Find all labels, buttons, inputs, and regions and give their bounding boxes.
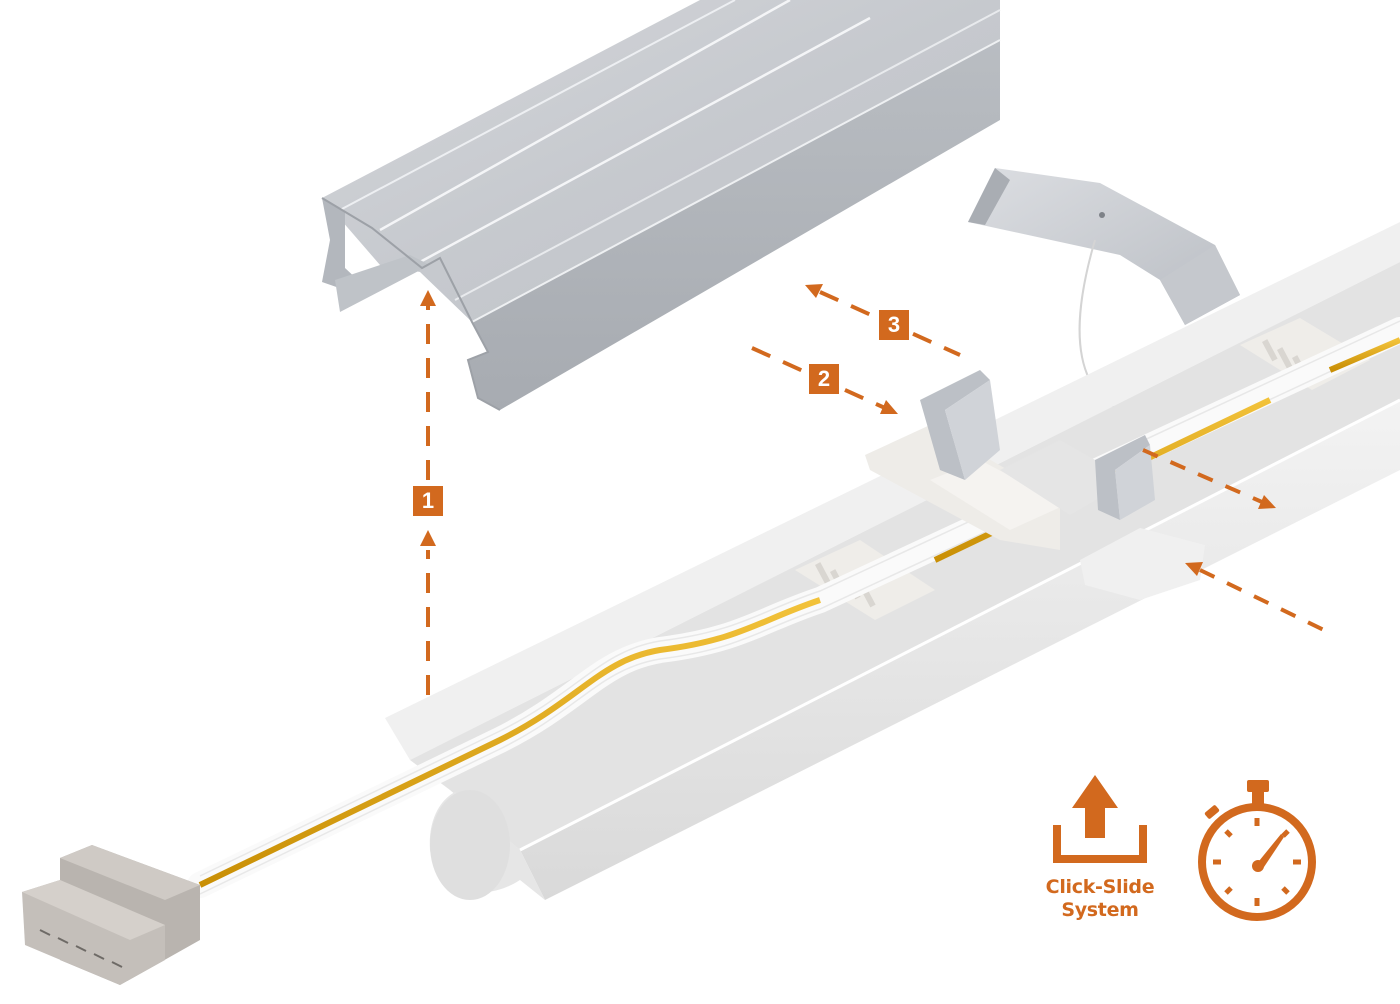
plug-connector [22,845,200,985]
step-arrow-3-head [805,284,823,298]
click-slide-label: Click-Slide System [1020,876,1180,922]
through-wiring [187,317,1400,898]
step-badge-3: 3 [879,310,909,340]
click-slide-label-line2: System [1061,899,1139,921]
slide-in-arrow-head [1185,562,1203,576]
step-arrow-1-head-upper [420,290,436,306]
upload-arrow-tray-icon [1053,775,1147,863]
step-badge-1: 1 [413,486,443,516]
step-number-2: 2 [817,366,831,391]
step-arrow-2-head [880,400,898,414]
slide-in-arrow [1199,568,1329,634]
cover-profile [321,0,1001,411]
step-arrow-1-head-lower [420,530,436,546]
stopwatch-icon [1198,780,1316,921]
step-number-3: 3 [887,312,901,337]
step-badge-2: 2 [809,364,839,394]
step-number-1: 1 [421,488,435,513]
mounting-clips [920,370,1155,520]
click-slide-label-line1: Click-Slide [1045,876,1155,898]
slide-out-arrow [1142,448,1263,504]
slide-out-arrow-head [1258,495,1276,509]
